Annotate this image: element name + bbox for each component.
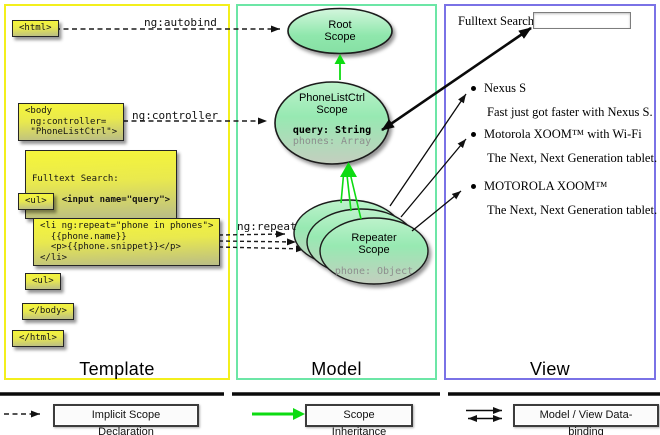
phone-name: MOTOROLA XOOM™ xyxy=(484,179,608,193)
arrow-label-repeat: ng:repeat xyxy=(237,220,297,233)
view-caption: View xyxy=(530,359,570,379)
legend-implicit-label: Implicit Scope Declaration xyxy=(53,404,199,435)
bullet-icon xyxy=(471,86,476,91)
fulltext-search-label: Fulltext Search: xyxy=(458,14,538,28)
prop-phones: phones: Array xyxy=(292,136,372,147)
code-box-li-repeat: <li ng:repeat="phone in phones"> {{phone… xyxy=(33,218,221,266)
bullet-icon xyxy=(471,132,476,137)
list-item: MOTOROLA XOOM™ xyxy=(471,179,608,194)
code-box-html-close: </html> xyxy=(12,330,64,347)
search-input[interactable] xyxy=(533,12,631,29)
green-arrow-icon xyxy=(252,408,305,420)
arrow-label-controller: ng:controller xyxy=(132,109,219,122)
model-caption: Model xyxy=(311,359,362,379)
repeater-scope-label: Repeater Scope xyxy=(351,232,397,256)
phone-desc: The Next, Next Generation tablet. xyxy=(487,151,658,165)
phone-desc: Fast just got faster with Nexus S. xyxy=(487,105,653,119)
code-box-body-open: <body ng:controller= "PhoneListCtrl"> xyxy=(18,103,125,141)
double-arrow-icon xyxy=(466,407,502,422)
code-fulltext-input: <input name="query"> xyxy=(61,195,171,205)
phone-name: Motorola XOOM™ with Wi-Fi xyxy=(484,127,642,141)
list-item: Nexus S xyxy=(471,81,526,96)
list-item: Motorola XOOM™ with Wi-Fi xyxy=(471,127,642,142)
prop-query: query: String xyxy=(292,125,372,136)
phone-desc: The Next, Next Generation tablet. xyxy=(487,203,658,217)
root-scope-label: Root Scope xyxy=(324,19,356,43)
prop-phone: phone: Object xyxy=(334,266,414,277)
repeater-scope-props: phone: Object xyxy=(321,266,427,277)
phone-name: Nexus S xyxy=(484,81,527,95)
code-box-ul-open: <ul> xyxy=(18,193,54,210)
template-caption: Template xyxy=(79,359,155,379)
legend-inheritance-label: Scope Inheritance xyxy=(305,404,413,435)
phonelistctrl-scope-label: PhoneListCtrl Scope xyxy=(298,92,366,116)
code-box-ul-close: <ul> xyxy=(25,273,61,290)
arrow-label-autobind: ng:autobind xyxy=(144,16,217,29)
code-box-body-close: </body> xyxy=(22,303,74,320)
legend-binding-label: Model / View Data-binding xyxy=(513,404,659,435)
code-box-html-open: <html> xyxy=(12,20,59,37)
bullet-icon xyxy=(471,184,476,189)
code-fulltext-label: Fulltext Search: xyxy=(32,174,119,184)
phonelistctrl-scope-props: query: String phones: Array xyxy=(275,125,389,147)
model-panel xyxy=(236,4,437,380)
